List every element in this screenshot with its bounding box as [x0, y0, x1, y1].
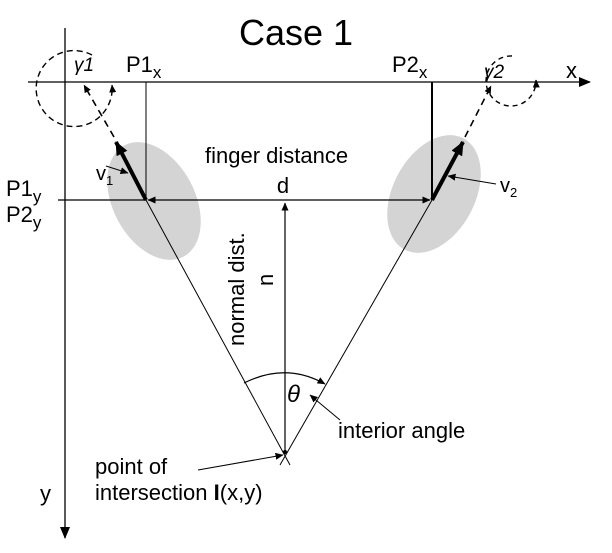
v1-pointer [105, 165, 129, 175]
normal-distance-label: normal dist. [224, 232, 249, 346]
v1-dashed-extension [83, 84, 115, 138]
interior-angle-label: interior angle [338, 418, 465, 443]
p2y-label: P2y [6, 202, 42, 232]
diagram-title: Case 1 [239, 12, 353, 53]
intersection-label-line2: intersection I(x,y) [95, 480, 263, 505]
v2-pointer [447, 173, 497, 185]
interior-angle-pointer [309, 394, 341, 421]
v2-label: v2 [500, 175, 517, 200]
x-axis-label: x [566, 58, 577, 83]
line-p1-to-intersection [145, 199, 291, 466]
v2-vector [430, 141, 465, 201]
intersection-pointer [197, 452, 284, 471]
p2x-label: P2x [392, 52, 428, 82]
v1-vector [114, 141, 148, 201]
intersection-point [283, 450, 287, 454]
finger-1-ellipse [107, 142, 201, 260]
theta-label: θ [287, 381, 300, 408]
gamma1-label: γ1 [74, 55, 94, 76]
n-label: n [253, 274, 278, 286]
gamma2-label: γ2 [484, 62, 505, 83]
p1y-label: P1y [6, 176, 42, 206]
finger-distance-label: finger distance [205, 143, 348, 168]
line-p2-to-intersection [279, 199, 433, 466]
gamma2-rotation-circle [485, 55, 540, 107]
interior-angle-arc [243, 372, 326, 385]
d-label: d [277, 173, 289, 198]
v1-label: v1 [96, 163, 113, 188]
y-axis-label: y [40, 481, 51, 506]
intersection-label-line1: point of [95, 454, 168, 479]
v2-dashed-extension [464, 85, 492, 138]
gamma1-rotation-circle [35, 49, 117, 128]
p1x-label: P1x [126, 52, 162, 82]
